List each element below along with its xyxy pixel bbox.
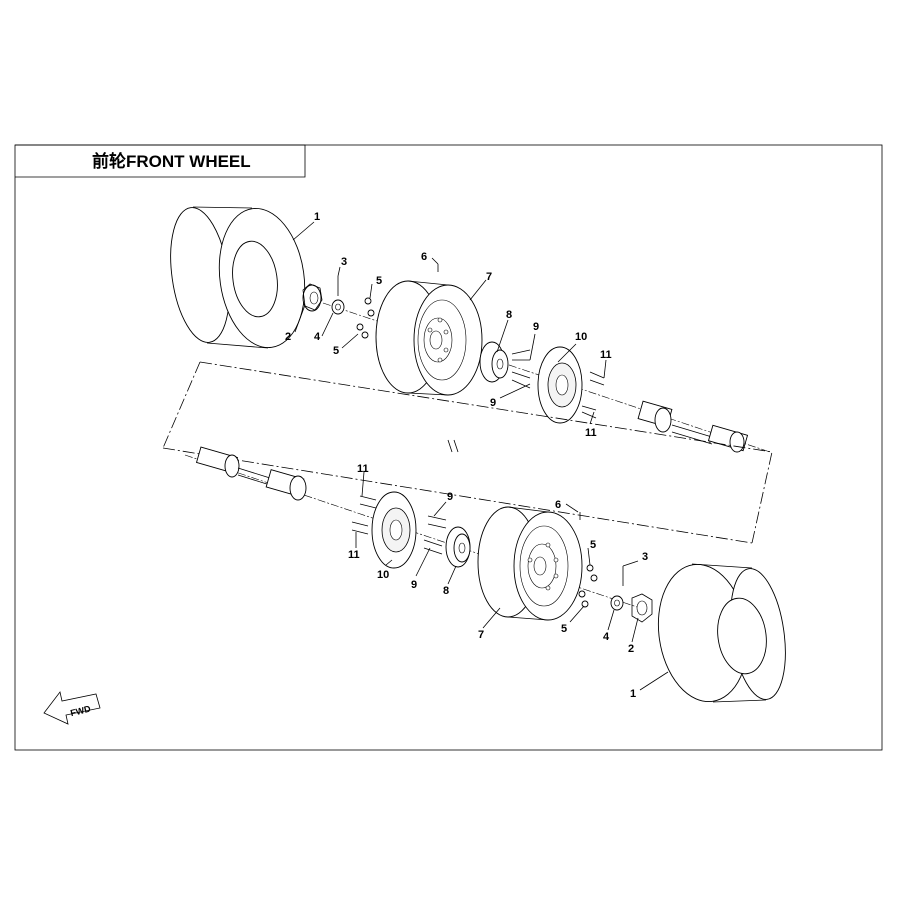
callout-hub-lower: 8 xyxy=(443,585,449,597)
callout-hub-cap-lower: 2 xyxy=(628,643,634,655)
brake-disc-upper xyxy=(537,346,583,424)
callout-hub-upper: 8 xyxy=(506,309,512,321)
wheel-hub-lower xyxy=(445,526,471,568)
castle-nut-lower xyxy=(610,595,624,611)
callout-lug-nut-lower-a: 5 xyxy=(590,539,596,551)
callout-bolt-lower-b: 11 xyxy=(348,549,360,561)
wheel-studs-upper xyxy=(511,349,531,389)
callout-rim-lower: 7 xyxy=(478,629,484,641)
callout-bolt-upper-a: 11 xyxy=(600,349,612,361)
lug-nuts-upper xyxy=(356,297,375,339)
callout-stud-lower-a: 9 xyxy=(447,491,453,503)
callout-lug-nut-upper-a: 5 xyxy=(376,275,382,287)
fwd-label: FWD xyxy=(69,703,92,718)
disc-bolts-upper xyxy=(581,371,605,419)
rim-lower xyxy=(477,506,583,621)
callout-numbers: 1 2 3 4 5 5 6 7 8 9 9 10 11 11 1 2 3 4 5… xyxy=(285,211,648,700)
callout-cotter-pin-lower: 3 xyxy=(642,551,648,563)
wheel-hub-upper xyxy=(479,341,509,383)
callout-rim-upper: 7 xyxy=(486,271,492,283)
callout-tire-upper: 1 xyxy=(314,211,320,223)
callout-stud-lower-b: 9 xyxy=(411,579,417,591)
callout-lug-nut-upper-b: 5 xyxy=(333,345,339,357)
brake-disc-lower xyxy=(371,491,417,569)
wheel-studs-lower xyxy=(423,515,447,555)
lug-nuts-lower xyxy=(578,564,598,608)
hub-cap-lower xyxy=(631,593,653,623)
tire-lower xyxy=(657,563,786,703)
callout-stud-upper-b: 9 xyxy=(490,397,496,409)
callout-castle-nut-lower: 4 xyxy=(603,631,610,643)
connection-line xyxy=(162,361,773,544)
title-box xyxy=(15,144,306,178)
callout-bolt-upper-b: 11 xyxy=(585,427,597,439)
callout-hub-cap-upper: 2 xyxy=(285,331,291,343)
callout-valve-lower: 6 xyxy=(555,499,561,511)
drive-shaft-lower xyxy=(195,446,307,501)
drive-shaft-upper xyxy=(637,400,749,453)
hub-cap-upper xyxy=(302,283,323,312)
diagram-frame xyxy=(14,144,883,751)
callout-cotter-pin-upper: 3 xyxy=(341,256,347,268)
callout-leaders xyxy=(292,221,669,691)
fwd-arrow-icon: FWD xyxy=(43,691,101,725)
disc-bolts-lower xyxy=(351,495,377,535)
callout-bolt-lower-a: 11 xyxy=(357,463,369,475)
tire-upper xyxy=(170,206,306,349)
callout-valve-upper: 6 xyxy=(421,251,427,263)
callout-tire-lower: 1 xyxy=(630,688,636,700)
callout-disc-upper: 10 xyxy=(575,331,587,343)
callout-disc-lower: 10 xyxy=(377,569,389,581)
callout-stud-upper-a: 9 xyxy=(533,321,539,333)
callout-lug-nut-lower-b: 5 xyxy=(561,623,567,635)
diagram-title: 前轮FRONT WHEEL xyxy=(92,151,251,171)
callout-castle-nut-upper: 4 xyxy=(314,331,321,343)
rim-upper xyxy=(375,280,483,396)
castle-nut-upper xyxy=(331,299,345,315)
